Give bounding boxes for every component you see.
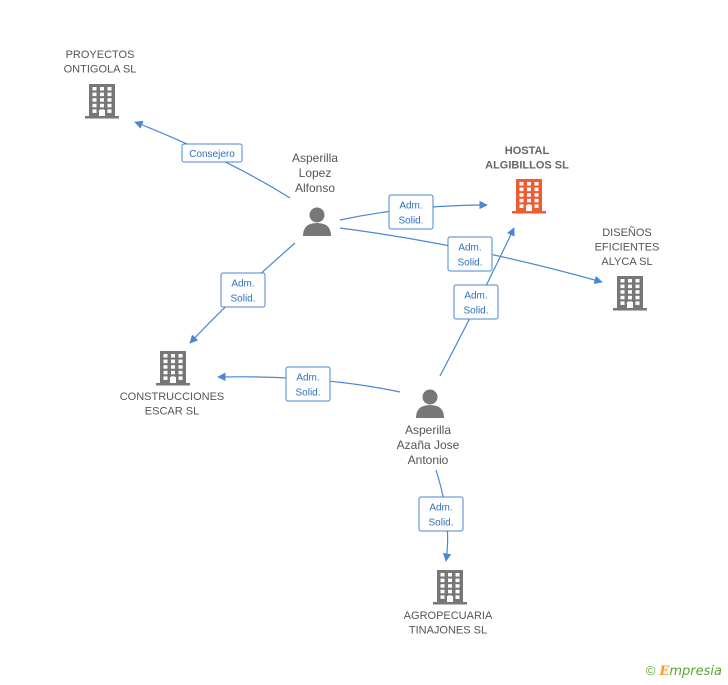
edge-label-box [285, 366, 331, 402]
edge-label-text: Adm. [399, 201, 422, 212]
node-label-line: ALYCA SL [601, 256, 652, 268]
node-label-line: DISEÑOS [602, 226, 652, 239]
node-hostal[interactable]: HOSTAL ALGIBILLOS SL [485, 145, 569, 214]
edge-antonio-to-agropecuaria: Adm. Solid. [418, 469, 464, 562]
edge-alfonso-to-disenos: Adm. Solid. [339, 227, 603, 285]
edge-label-box [388, 194, 434, 230]
edge-alfonso-to-proyectos: Consejero [134, 120, 291, 199]
edge-label-text: Adm. [464, 291, 487, 302]
edge-label-text: Consejero [189, 149, 235, 160]
edge-label-text: Solid. [230, 294, 255, 305]
node-label-line: AGROPECUARIA [404, 610, 493, 622]
edge-label-box [418, 496, 464, 532]
node-label-line: Azaña Jose [397, 438, 460, 452]
edges-layer: ConsejeroAdm.Solid.Adm.Solid.Adm.Solid.A… [134, 120, 603, 562]
building-icon [85, 84, 119, 119]
building-icon [156, 351, 190, 386]
node-disenos[interactable]: DISEÑOS EFICIENTES ALYCA SL [595, 226, 660, 311]
node-label-line: Alfonso [295, 181, 335, 195]
node-label-line: CONSTRUCCIONES [120, 391, 225, 403]
edge-label-text: Solid. [463, 306, 488, 317]
node-proyectos[interactable]: PROYECTOS ONTIGOLA SL [64, 49, 137, 119]
brand-name: mpresia [669, 664, 722, 679]
node-label-line: Asperilla [405, 423, 451, 437]
node-label-line: PROYECTOS [66, 49, 135, 61]
node-label-line: TINAJONES SL [409, 625, 487, 637]
node-label-line: ONTIGOLA SL [64, 64, 137, 76]
edge-label-box [181, 143, 243, 163]
node-label-line: HOSTAL [505, 145, 550, 157]
edge-label-box [447, 236, 493, 272]
node-label-line: Antonio [408, 453, 449, 467]
person-icon [303, 207, 331, 236]
edge-label-text: Solid. [295, 388, 320, 399]
footer-brand: ©Empresia [646, 663, 722, 679]
edge-label-text: Adm. [296, 373, 319, 384]
node-label-line: EFICIENTES [595, 242, 660, 254]
building-icon [613, 276, 647, 311]
edge-label-text: Adm. [458, 243, 481, 254]
edge-antonio-to-construcciones: Adm. Solid. [217, 366, 401, 402]
edge-label-text: Adm. [429, 503, 452, 514]
edge-label-text: Solid. [457, 258, 482, 269]
node-agropecuaria[interactable]: AGROPECUARIA TINAJONES SL [404, 570, 493, 637]
edge-label-text: Solid. [428, 518, 453, 529]
edge-label-box [453, 284, 499, 320]
node-label-line: ESCAR SL [145, 406, 199, 418]
brand-initial: E [659, 664, 670, 679]
node-construcciones[interactable]: CONSTRUCCIONES ESCAR SL [120, 351, 225, 418]
copyright-symbol: © [645, 663, 656, 678]
edge-alfonso-to-hostal: Adm. Solid. [339, 194, 488, 230]
edge-label-text: Adm. [231, 279, 254, 290]
nodes-layer: PROYECTOS ONTIGOLA SL HOSTAL ALGIBILLOS SL D… [64, 49, 660, 637]
node-label-line: Asperilla [292, 151, 338, 165]
edge-label-box [220, 272, 266, 308]
node-label-line: ALGIBILLOS SL [485, 160, 569, 172]
edge-alfonso-to-construcciones: Adm. Solid. [189, 242, 296, 344]
building-icon [433, 570, 467, 605]
building-icon [512, 179, 546, 214]
person-icon [416, 389, 444, 418]
edge-label-text: Solid. [398, 216, 423, 227]
node-label-line: Lopez [299, 166, 332, 180]
edge-antonio-to-hostal: Adm. Solid. [439, 227, 515, 377]
